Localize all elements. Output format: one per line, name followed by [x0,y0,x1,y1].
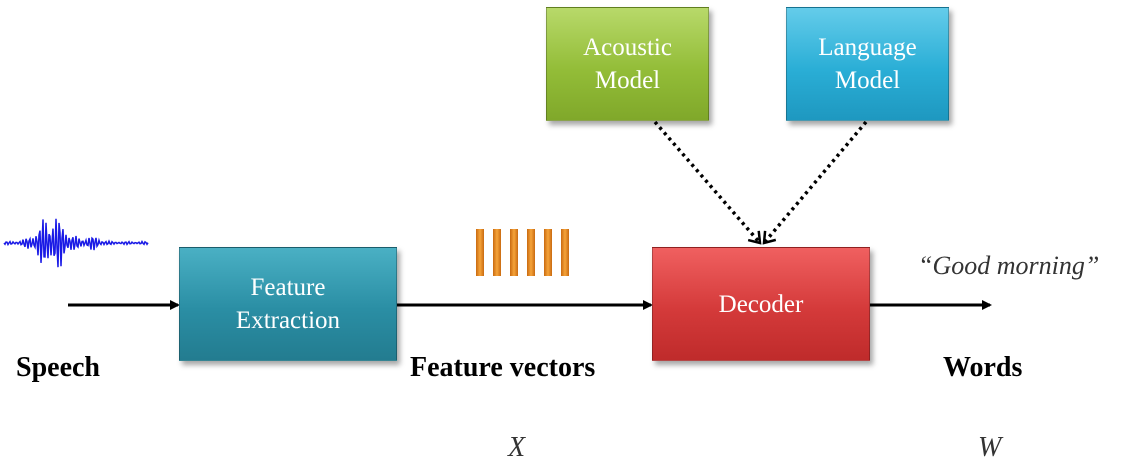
feature-vector-bar [493,229,501,276]
feature-vector-bar [527,229,535,276]
decoder-box: Decoder [652,247,870,361]
speech-waveform-icon [3,218,149,268]
variable-x: X [508,432,526,463]
acoustic-model-box: Acoustic Model [546,7,709,121]
feature-vector-bar [544,229,552,276]
feature-extraction-box: Feature Extraction [179,247,397,361]
speech-label: Speech [16,352,100,383]
language-model-label-line2: Model [834,67,901,94]
feature-vector-bar [561,229,569,276]
output-text: “Good morning” [918,251,1100,280]
feature-vector-bar [476,229,484,276]
feature-vectors-label: Feature vectors [410,352,596,383]
feature-extraction-label-line1: Feature [250,274,326,301]
feature-vector-bars-icon [476,229,569,276]
feature-extraction-label-line2: Extraction [235,307,341,334]
arrow-acoustic-to-decoder [653,120,762,245]
acoustic-model-label-line2: Model [594,67,661,94]
language-model-label-line1: Language [818,34,917,61]
variable-w: W [978,432,1002,463]
words-label: Words [943,352,1023,383]
acoustic-model-label-line1: Acoustic [583,34,672,61]
arrow-language-to-decoder [762,120,868,245]
language-model-box: Language Model [786,7,949,121]
feature-vector-bar [510,229,518,276]
decoder-label: Decoder [718,290,804,318]
